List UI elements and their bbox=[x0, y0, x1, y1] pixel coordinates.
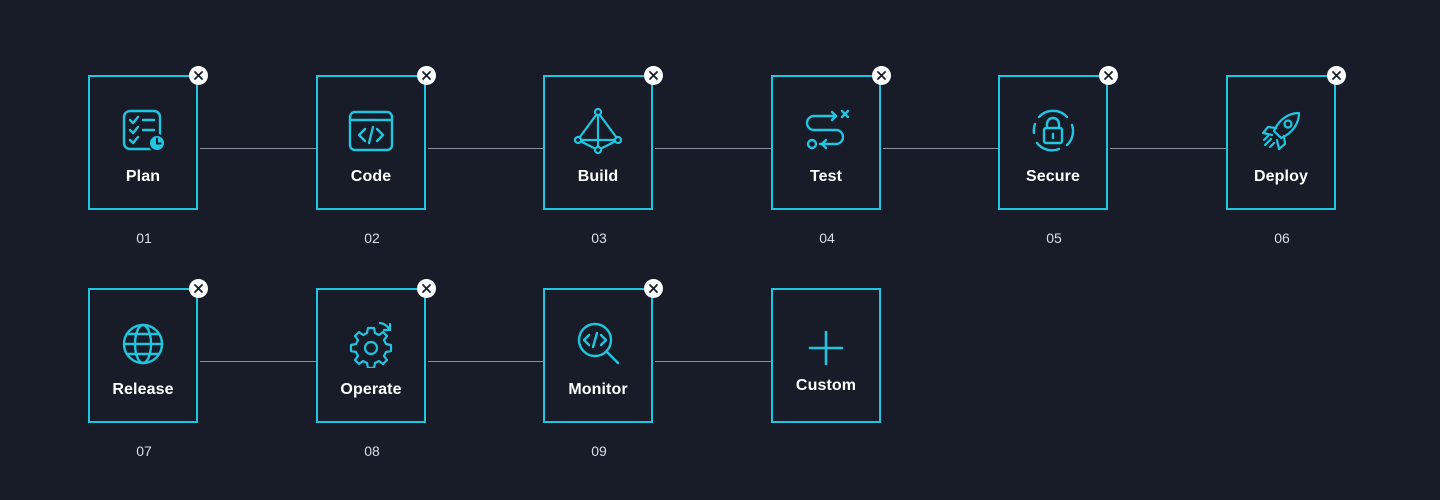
remove-stage-button[interactable] bbox=[417, 66, 436, 85]
search-code-icon bbox=[574, 320, 622, 368]
stage-number: 03 bbox=[591, 230, 607, 246]
stage-label: Release bbox=[112, 381, 174, 398]
stage-label: Custom bbox=[795, 377, 857, 394]
stage-card-code[interactable]: Code bbox=[316, 66, 436, 210]
remove-stage-button[interactable] bbox=[1327, 66, 1346, 85]
stage-card-deploy[interactable]: Deploy bbox=[1226, 66, 1346, 210]
close-icon bbox=[1332, 71, 1341, 80]
close-icon bbox=[649, 284, 658, 293]
close-icon bbox=[422, 71, 431, 80]
close-icon bbox=[1104, 71, 1113, 80]
close-icon bbox=[877, 71, 886, 80]
globe-icon bbox=[119, 320, 167, 368]
connector bbox=[883, 148, 998, 149]
connector bbox=[428, 361, 543, 362]
remove-stage-button[interactable] bbox=[644, 279, 663, 298]
stage-card-plan[interactable]: Plan bbox=[88, 66, 208, 210]
stage-card-build[interactable]: Build bbox=[543, 66, 663, 210]
stage-label: Test bbox=[809, 168, 843, 185]
remove-stage-button[interactable] bbox=[189, 66, 208, 85]
connector bbox=[655, 361, 771, 362]
close-icon bbox=[194, 71, 203, 80]
plan-checklist-icon bbox=[119, 107, 167, 155]
stage-card-test[interactable]: Test bbox=[771, 66, 891, 210]
stage-label: Secure bbox=[1026, 168, 1080, 185]
stage-label: Operate bbox=[340, 381, 402, 398]
code-window-icon bbox=[347, 107, 395, 155]
stage-number: 05 bbox=[1046, 230, 1062, 246]
connector bbox=[428, 148, 543, 149]
stage-number: 09 bbox=[591, 443, 607, 459]
build-network-icon bbox=[574, 107, 622, 155]
add-custom-stage-button[interactable]: Custom bbox=[771, 288, 881, 423]
connector bbox=[200, 148, 316, 149]
close-icon bbox=[422, 284, 431, 293]
remove-stage-button[interactable] bbox=[1099, 66, 1118, 85]
stage-label: Monitor bbox=[568, 381, 628, 398]
stage-label: Plan bbox=[125, 168, 161, 185]
stage-number: 07 bbox=[136, 443, 152, 459]
connector bbox=[1110, 148, 1226, 149]
stage-number: 08 bbox=[364, 443, 380, 459]
stage-number: 02 bbox=[364, 230, 380, 246]
stage-label: Code bbox=[350, 168, 392, 185]
close-icon bbox=[194, 284, 203, 293]
close-icon bbox=[649, 71, 658, 80]
remove-stage-button[interactable] bbox=[417, 279, 436, 298]
stage-card-release[interactable]: Release bbox=[88, 279, 208, 423]
stage-number: 01 bbox=[136, 230, 152, 246]
remove-stage-button[interactable] bbox=[189, 279, 208, 298]
stage-card-operate[interactable]: Operate bbox=[316, 279, 436, 423]
connector bbox=[655, 148, 771, 149]
stage-card-secure[interactable]: Secure bbox=[998, 66, 1118, 210]
plus-icon bbox=[802, 328, 850, 376]
rocket-icon bbox=[1257, 107, 1305, 155]
test-route-icon bbox=[802, 107, 850, 155]
stage-label: Build bbox=[577, 168, 619, 185]
lock-icon bbox=[1029, 107, 1077, 155]
stage-label: Deploy bbox=[1254, 168, 1308, 185]
stage-number: 06 bbox=[1274, 230, 1290, 246]
stage-number: 04 bbox=[819, 230, 835, 246]
remove-stage-button[interactable] bbox=[644, 66, 663, 85]
gear-refresh-icon bbox=[347, 320, 395, 368]
remove-stage-button[interactable] bbox=[872, 66, 891, 85]
stage-card-monitor[interactable]: Monitor bbox=[543, 279, 663, 423]
connector bbox=[200, 361, 316, 362]
